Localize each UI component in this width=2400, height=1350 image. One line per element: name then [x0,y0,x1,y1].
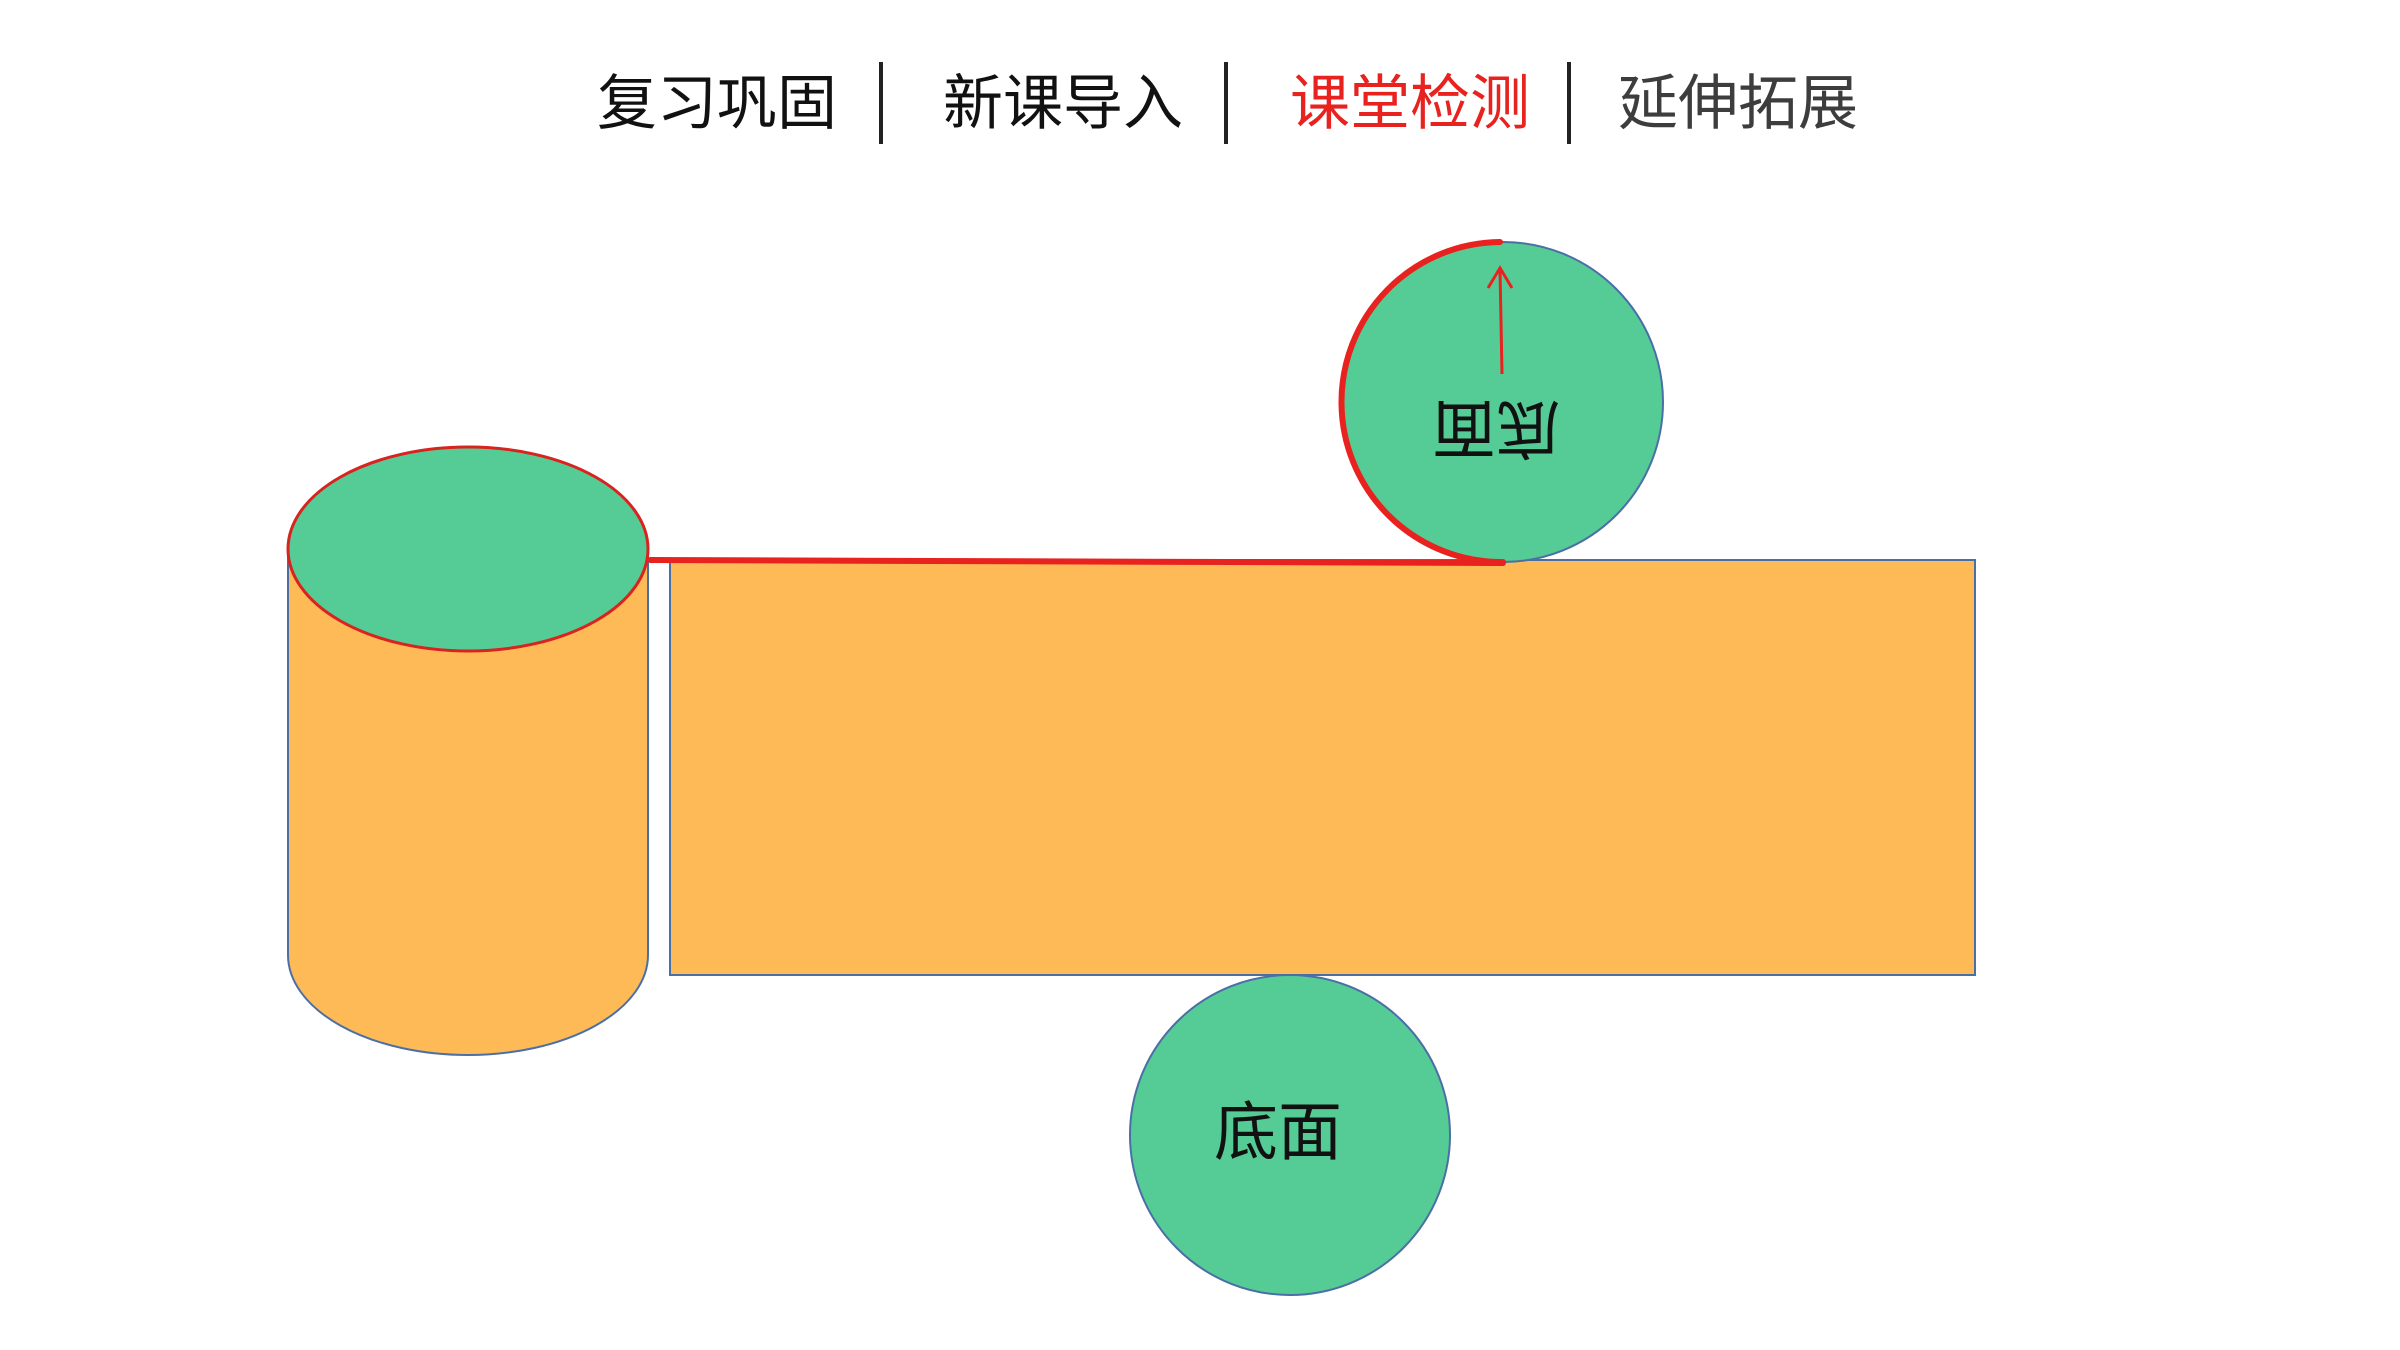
highlight-arrow-head [1486,265,1514,289]
side-rectangle [669,559,1976,976]
top-base-label: 底面 [1432,390,1560,464]
highlight-arrow-shaft [1498,269,1504,375]
cylinder-top-face [286,445,650,653]
nav-divider [1224,62,1228,144]
nav-tab-review[interactable]: 复习巩固 [597,69,837,139]
nav-divider [879,62,883,144]
cylinder-body [287,546,649,1056]
highlight-top-edge [647,557,1506,566]
nav-tab-new-lesson[interactable]: 新课导入 [943,69,1183,139]
highlight-circumference-arc [1338,239,1506,566]
bottom-base-circle [1129,974,1451,1296]
section-nav: 复习巩固 新课导入 课堂检测 延伸拓展 [0,58,2400,150]
nav-tab-class-test[interactable]: 课堂检测 [1290,69,1530,139]
nav-tab-extension[interactable]: 延伸拓展 [1618,69,1858,139]
bottom-base-label: 底面 [1214,1097,1342,1171]
nav-divider [1567,62,1571,144]
